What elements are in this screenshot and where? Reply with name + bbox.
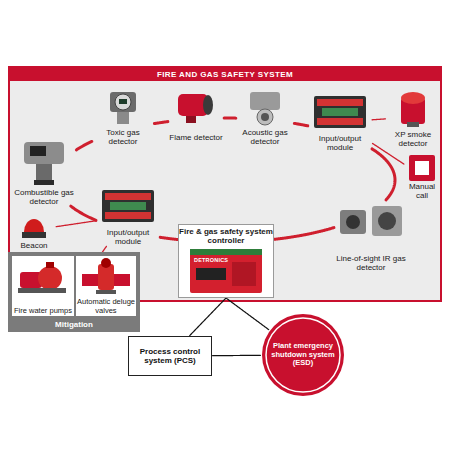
system-box: Process control system (PCS) <box>128 336 212 376</box>
device-node: Combustible gas detector <box>12 136 76 206</box>
node-label: Input/output module <box>308 134 372 152</box>
node-label: Mitigation <box>55 320 93 330</box>
brand-label: DETRONICS <box>194 257 228 263</box>
node-label: Flame detector <box>169 133 222 142</box>
node-label: Fire & gas safety system controller <box>179 227 273 245</box>
signal-line <box>213 355 261 357</box>
node-label: Manual call <box>404 182 440 200</box>
circle-ring <box>266 318 340 392</box>
device-node: Manual call <box>404 152 440 200</box>
node-label: Acoustic gas detector <box>236 128 294 146</box>
node-label: Fire water pumps <box>14 307 72 316</box>
device-node: Toxic gas detector <box>92 88 154 146</box>
loop-segment <box>154 122 167 124</box>
node-label: Beacon <box>20 241 47 250</box>
node-label: Combustible gas detector <box>12 188 76 206</box>
node-label: Process control system (PCS) <box>129 347 211 365</box>
system-circle: Plant emergency shutdown system (ESD) <box>261 313 345 397</box>
node-label: FIRE AND GAS SAFETY SYSTEM <box>10 68 440 81</box>
equipment-cell: Fire water pumps <box>12 256 74 316</box>
node-label: Toxic gas detector <box>92 128 154 146</box>
device-node: Line-of-sight IR gas detector <box>334 200 408 272</box>
device-node: Beacon <box>12 210 56 250</box>
loop-segment <box>224 117 236 120</box>
equipment-cell: Automatic deluge valves <box>76 256 136 316</box>
device-node: Flame detector <box>168 86 224 142</box>
signal-line <box>227 298 269 329</box>
node-label: Plant emergency shutdown system (ESD) <box>271 342 335 368</box>
device-node: Acoustic gas detector <box>236 86 294 146</box>
circle-fill <box>262 314 344 396</box>
device-node: Input/output module <box>96 186 160 246</box>
node-label: Input/output module <box>96 228 160 246</box>
device-node: XP smoke detector <box>386 86 440 148</box>
mitigation-group: Mitigation Fire water pumps Automatic delu… <box>8 252 140 332</box>
signal-line <box>190 299 226 336</box>
node-label: Line-of-sight IR gas detector <box>334 254 408 272</box>
node-label: Automatic deluge valves <box>76 298 136 315</box>
device-node: Input/output module <box>308 92 372 152</box>
node-label: XP smoke detector <box>386 130 440 148</box>
